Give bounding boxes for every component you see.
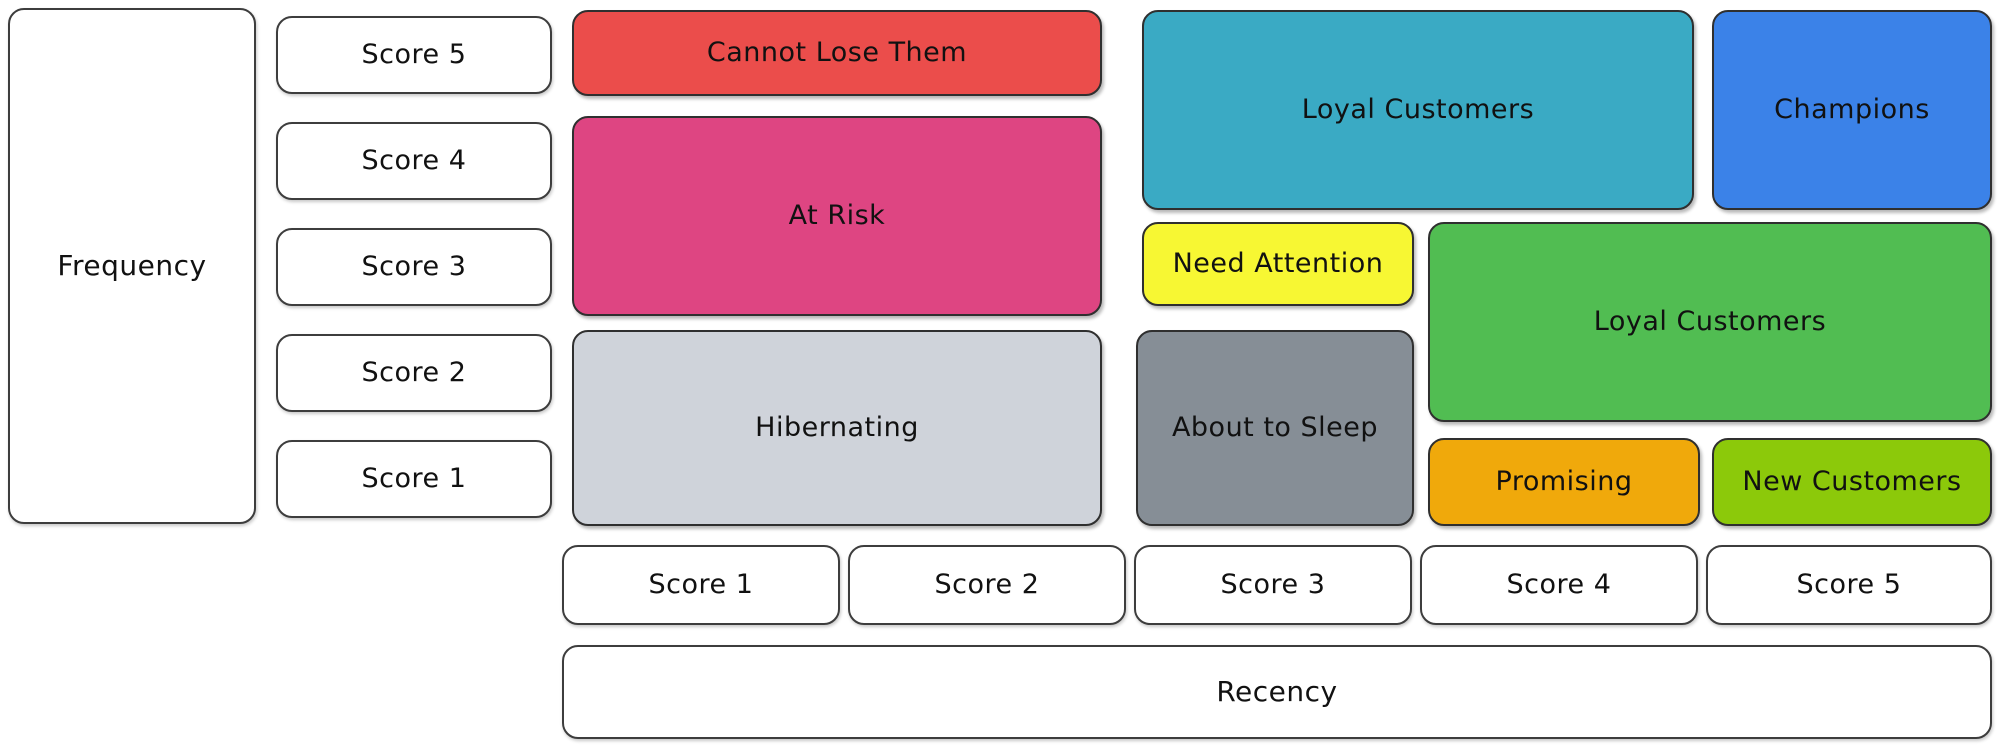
x-score-3-text: Score 3 (1220, 569, 1326, 601)
x-score-label-1: Score 1 (562, 545, 840, 625)
segment-about-to-sleep-label: About to Sleep (1171, 412, 1379, 444)
segment-loyal-customers-teal-label: Loyal Customers (1301, 94, 1535, 126)
x-score-label-5: Score 5 (1706, 545, 1992, 625)
segment-cannot-lose-them[interactable]: Cannot Lose Them (572, 10, 1102, 96)
segment-cannot-lose-them-label: Cannot Lose Them (706, 37, 968, 69)
segment-loyal-customers-green-label: Loyal Customers (1593, 306, 1827, 338)
x-score-4-text: Score 4 (1506, 569, 1612, 601)
segment-at-risk-label: At Risk (788, 200, 886, 232)
segment-loyal-customers-teal[interactable]: Loyal Customers (1142, 10, 1694, 210)
y-score-4-text: Score 4 (361, 145, 467, 177)
y-score-3-text: Score 3 (361, 251, 467, 283)
y-score-label-2: Score 2 (276, 334, 552, 412)
x-score-label-3: Score 3 (1134, 545, 1412, 625)
segment-promising[interactable]: Promising (1428, 438, 1700, 526)
segment-need-attention-label: Need Attention (1172, 248, 1384, 280)
y-score-label-3: Score 3 (276, 228, 552, 306)
x-score-label-2: Score 2 (848, 545, 1126, 625)
x-score-5-text: Score 5 (1796, 569, 1902, 601)
y-score-label-1: Score 1 (276, 440, 552, 518)
segment-champions-label: Champions (1774, 94, 1930, 126)
segment-new-customers-label: New Customers (1742, 466, 1962, 498)
y-score-2-text: Score 2 (361, 357, 467, 389)
y-axis-title-label: Frequency (57, 248, 207, 282)
segment-champions[interactable]: Champions (1712, 10, 1992, 210)
segment-need-attention[interactable]: Need Attention (1142, 222, 1414, 306)
x-axis-title-label: Recency (1216, 674, 1338, 708)
segment-promising-label: Promising (1495, 466, 1633, 498)
x-score-label-4: Score 4 (1420, 545, 1698, 625)
segment-loyal-customers-green[interactable]: Loyal Customers (1428, 222, 1992, 422)
y-score-label-5: Score 5 (276, 16, 552, 94)
y-score-label-4: Score 4 (276, 122, 552, 200)
x-axis-title-recency: Recency (562, 645, 1992, 739)
segment-hibernating[interactable]: Hibernating (572, 330, 1102, 526)
y-axis-title-frequency: Frequency (8, 8, 256, 524)
x-score-2-text: Score 2 (934, 569, 1040, 601)
y-score-1-text: Score 1 (361, 463, 467, 495)
segment-about-to-sleep[interactable]: About to Sleep (1136, 330, 1414, 526)
segment-at-risk[interactable]: At Risk (572, 116, 1102, 316)
segment-hibernating-label: Hibernating (755, 412, 919, 444)
x-score-1-text: Score 1 (648, 569, 754, 601)
y-score-5-text: Score 5 (361, 39, 467, 71)
segment-new-customers[interactable]: New Customers (1712, 438, 1992, 526)
